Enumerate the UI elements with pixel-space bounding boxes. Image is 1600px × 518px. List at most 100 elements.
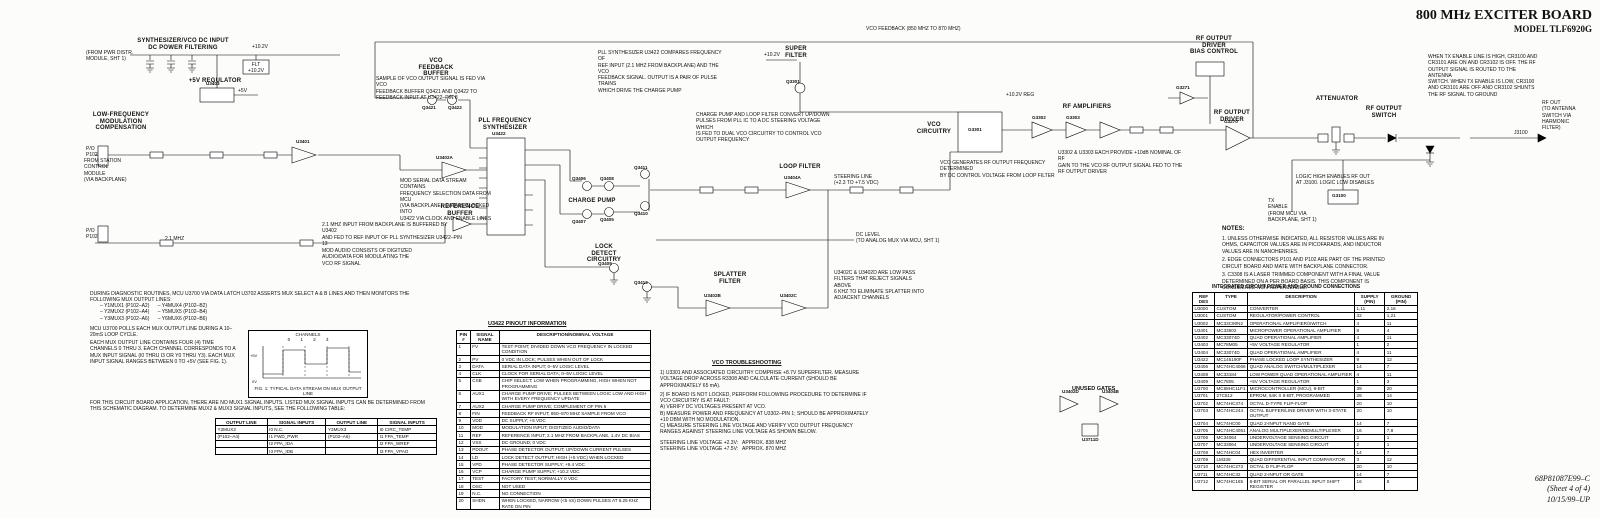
component-ref-q3409: Q3409 — [598, 261, 612, 266]
table-cell: CLOCK FOR SERIAL DATA; 0–5V LOGIC LEVEL — [499, 369, 651, 378]
table-cell: AUX2 — [469, 402, 501, 411]
annotation-mod-audio-note: MOD AUDIO CONSISTS OF DIGITIZED AUDIO/DA… — [322, 248, 413, 267]
table-cell: 17 — [456, 474, 471, 484]
footer-block: 68P81087E99–C (Sheet 4 of 4) 10/15/99–UP — [1535, 474, 1590, 505]
table-cell: 1 — [1354, 340, 1386, 350]
table-cell: MC74HC4051 — [1213, 426, 1249, 435]
table-cell: I3 FPA_IDB — [266, 447, 327, 456]
table-cell: 20 — [1354, 462, 1386, 472]
table-cell: 20 — [1354, 406, 1386, 421]
model-number: MODEL TLF6920G — [1513, 24, 1592, 34]
table-cell: OCTAL D-TYPE FLIP-FLOP — [1247, 399, 1356, 408]
table-cell: VDD — [469, 416, 501, 425]
table-cell: U3408 — [1192, 370, 1215, 379]
section-label-lowfreq-mod: LOW-FREQUENCY MODULATION COMPENSATION — [92, 112, 150, 132]
column-header: SIGNAL INPUTS — [266, 417, 327, 427]
table-cell: U3403 — [1192, 340, 1215, 350]
table-cell: MC74HC32 — [1213, 470, 1249, 479]
table-cell: U3422 — [1192, 355, 1215, 364]
figure-1-caption: FIG. 1: TYPICAL DATA STREAM ON MUX OUTPU… — [254, 386, 362, 397]
table-cell: N.C. — [469, 489, 501, 498]
figure-1: CHANNELS 0 1 2 3 +5V 0V FIG. 1: TYPICAL … — [248, 330, 368, 398]
vco-troubleshooting-title: VCO TROUBLESHOOTING — [712, 360, 782, 366]
diagnostic-paragraph-4: EACH MUX OUTPUT LINE CONTAINS FOUR (4) T… — [90, 340, 236, 365]
table-cell: 6 — [456, 389, 471, 404]
table-cell: 4 — [1384, 326, 1418, 335]
table-cell: DC SUPPLY; +5 VDC — [499, 416, 651, 425]
table-cell: 1 — [456, 342, 471, 357]
table-cell: CONVERTER — [1247, 304, 1356, 313]
table-cell: 2 — [1354, 433, 1386, 442]
table-cell — [215, 447, 268, 456]
table-cell: I0 CIRC_TEMP — [377, 425, 437, 434]
component-boxes — [97, 59, 1359, 247]
table-cell: 7 — [456, 402, 471, 411]
table-row: (P102–A4)I1 FWD_PWR(P102–A6)I1 FPA_TEMP — [215, 432, 437, 441]
table-cell: 2,16 — [1384, 304, 1418, 313]
table-cell: 18 — [456, 482, 471, 491]
annotation-ref-note: 2.1 MHZ INPUT FROM BACKPLANE IS BUFFERED… — [322, 222, 462, 247]
list-item: 1. UNLESS OTHERWISE INDICATED, ALL RESIS… — [1222, 236, 1384, 255]
section-label-attenuator: ATTENUATOR — [1315, 96, 1359, 102]
table-cell: 39 — [1354, 384, 1386, 393]
diagnostic-paragraph-3: MCU U3700 POLLS EACH MUX OUTPUT LINE DUR… — [90, 326, 233, 339]
table-cell: 1,11 — [1354, 304, 1386, 313]
component-ref-q3422: Q3422 — [448, 105, 462, 110]
table-cell: UNDERVOLTAGE SENSING CIRCUIT — [1247, 440, 1356, 450]
table-cell: U3706 — [1192, 433, 1215, 442]
table-cell: I2 FPA_WREF — [377, 439, 437, 449]
table-cell: MOD — [469, 423, 501, 433]
table-cell: 1 — [1384, 440, 1418, 450]
table-cell: 14 — [1354, 419, 1386, 428]
table-cell: (P102–A6) — [325, 432, 379, 441]
table-cell: 10 — [1384, 462, 1418, 472]
table-cell: 11 — [456, 431, 471, 440]
table-cell: U3708 — [1192, 448, 1215, 457]
table-cell: FV — [469, 342, 501, 357]
table-cell: 14 — [1354, 470, 1386, 479]
table-cell: 16 — [1354, 477, 1386, 491]
table-cell: 12 — [456, 438, 471, 447]
table-cell: 20 — [1384, 384, 1418, 393]
annotation-logic-note: LOGIC HIGH ENABLES RF OUT AT J3100. LOGI… — [1296, 174, 1374, 187]
table-cell: PV — [469, 355, 501, 364]
component-ref-u3402b: U3402B — [704, 293, 721, 298]
figure-1-vmin-label: 0V — [252, 379, 257, 384]
table-cell: QUAD OPERATIONAL AMPLIFIER — [1247, 348, 1356, 357]
column-header: PIN # — [456, 330, 471, 344]
table-cell: 4 — [456, 369, 471, 378]
table-cell: I1 FWD_PWR — [266, 432, 327, 441]
table-cell: U3700 — [1192, 384, 1215, 393]
table-cell: VCP — [469, 467, 501, 476]
notes-list: 1. UNLESS OTHERWISE INDICATED, ALL RESIS… — [1222, 236, 1397, 294]
table-cell: 15 — [456, 460, 471, 469]
column-header: OUTPUT LINE — [325, 417, 379, 427]
table-cell: LOW POWER QUAD OPERATIONAL AMPLIFIER — [1247, 370, 1356, 379]
figure-1-waveform — [262, 346, 361, 379]
wires — [95, 41, 1538, 309]
component-ref-g3301: G3301 — [968, 127, 982, 132]
table-cell: PHASE LOCKED LOOP SYNTHESIZER — [1247, 355, 1356, 364]
section-label-charge-pump: CHARGE PUMP — [568, 198, 616, 204]
table-cell: U3401 — [1192, 326, 1215, 335]
table-cell: MC68HC11F1 — [1213, 384, 1249, 393]
notes-title: NOTES: — [1222, 226, 1245, 232]
table-cell: OPERATIONAL AMPLIFIER/SWITCH — [1247, 319, 1356, 328]
table-cell: U3705 — [1192, 426, 1215, 435]
table-cell: CUSTOM — [1213, 311, 1249, 321]
diode-and-arrow-symbols — [1387, 133, 1547, 154]
